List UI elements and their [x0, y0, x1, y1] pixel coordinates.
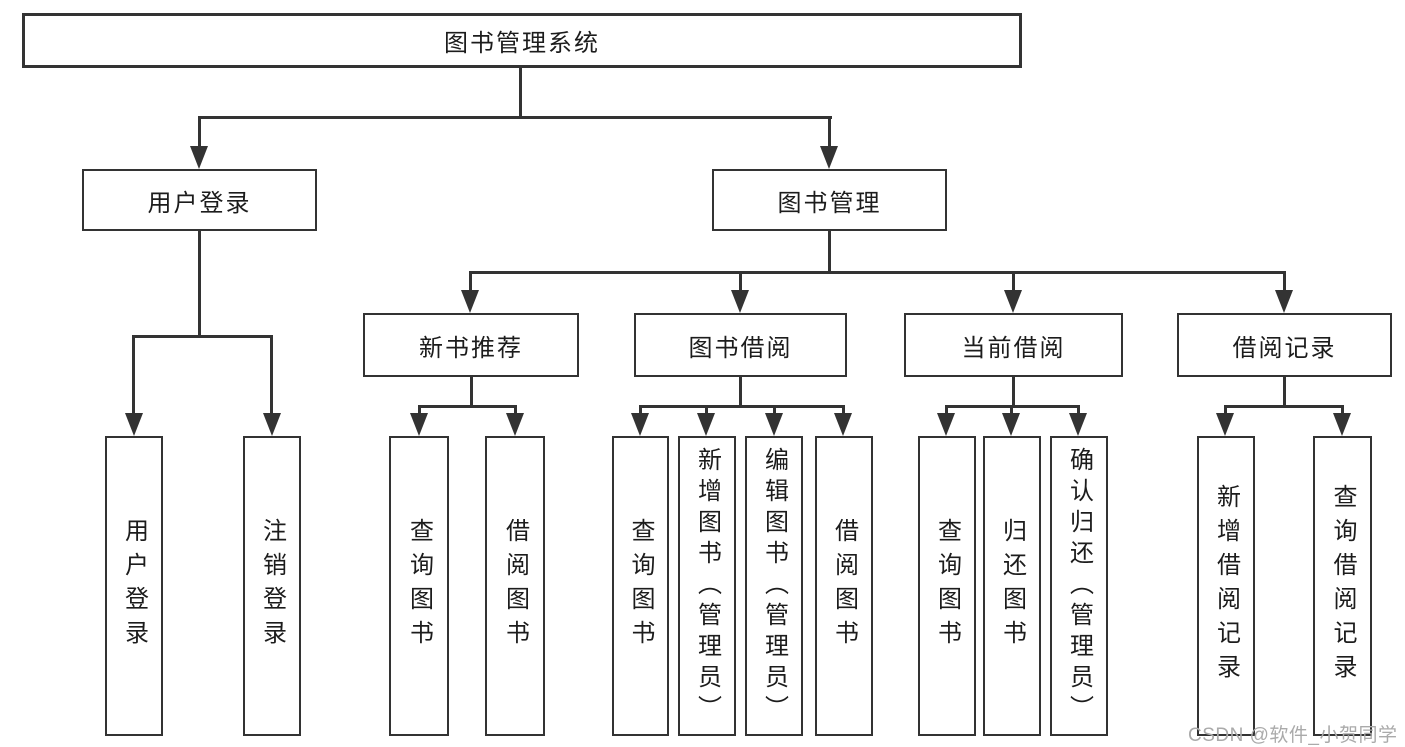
connector-vline: [468, 272, 472, 292]
node-label: 图书借阅: [688, 334, 793, 362]
node-book-management: 图书管理: [712, 169, 947, 231]
connector-hline: [1223, 405, 1344, 408]
node-label: 当前借阅: [961, 334, 1066, 362]
connector-hline: [197, 116, 832, 119]
node-book-borrowing: 图书借阅: [634, 313, 847, 377]
node-label: 编辑图书（管理员）: [760, 446, 788, 726]
node-label: 借阅记录: [1232, 334, 1337, 362]
node-label: 用户登录: [120, 518, 148, 654]
node-user-login: 用户登录: [82, 169, 317, 231]
node-edit-books-admin: 编辑图书（管理员）: [745, 436, 803, 736]
connector-vline: [1012, 377, 1015, 407]
arrow-down-icon: [631, 413, 649, 436]
connector-vline: [417, 406, 421, 416]
arrow-down-icon: [765, 413, 783, 436]
arrow-down-icon: [1333, 413, 1351, 436]
node-library-management-system: 图书管理系统: [22, 13, 1022, 68]
arrow-down-icon: [1275, 290, 1293, 313]
node-current-borrowing: 当前借阅: [904, 313, 1123, 377]
node-label: 借阅图书: [830, 518, 858, 654]
connector-hline: [132, 335, 273, 338]
connector-vline: [1283, 377, 1286, 407]
node-label: 查询借阅记录: [1329, 484, 1356, 688]
connector-vline: [841, 406, 845, 416]
connector-vline: [739, 377, 742, 407]
node-query-books-current: 查询图书: [918, 436, 976, 736]
node-add-books-admin: 新增图书（管理员）: [678, 436, 736, 736]
watermark: CSDN @软件_小贺同学: [1188, 725, 1398, 746]
arrow-down-icon: [124, 413, 143, 436]
node-borrowing-records: 借阅记录: [1177, 313, 1392, 377]
node-label: 注销登录: [258, 518, 286, 654]
connector-vline: [1009, 406, 1013, 416]
connector-vline: [704, 406, 708, 416]
connector-vline: [827, 116, 831, 148]
node-label: 查询图书: [405, 518, 433, 654]
connector-vline: [1340, 406, 1344, 416]
arrow-down-icon: [834, 413, 852, 436]
arrow-down-icon: [1216, 413, 1234, 436]
node-label: 新增图书（管理员）: [693, 446, 721, 726]
connector-vline: [1282, 272, 1286, 292]
connector-vline: [513, 406, 517, 416]
node-label: 用户登录: [147, 189, 252, 217]
connector-vline: [827, 231, 831, 274]
connector-vline: [132, 336, 135, 414]
arrow-down-icon: [1069, 413, 1087, 436]
arrow-down-icon: [1004, 290, 1022, 313]
arrow-down-icon: [410, 413, 428, 436]
connector-vline: [1076, 406, 1080, 416]
node-query-books-borrow: 查询图书: [612, 436, 669, 736]
node-label: 确认归还（管理员）: [1065, 446, 1093, 726]
node-borrow-books: 借阅图书: [815, 436, 873, 736]
node-label: 图书管理系统: [444, 30, 600, 57]
connector-vline: [270, 336, 273, 414]
node-query-books-rec: 查询图书: [389, 436, 449, 736]
connector-vline: [1011, 272, 1015, 292]
node-label: 查询图书: [933, 518, 961, 654]
node-logout: 注销登录: [243, 436, 301, 736]
arrow-down-icon: [731, 290, 749, 313]
connector-vline: [1223, 406, 1227, 416]
node-label: 新增借阅记录: [1212, 484, 1240, 688]
connector-vline: [197, 231, 201, 337]
node-label: 查询图书: [627, 518, 654, 654]
node-label: 归还图书: [998, 518, 1026, 654]
connector-vline: [772, 406, 776, 416]
connector-hline: [638, 405, 845, 408]
node-return-books: 归还图书: [983, 436, 1041, 736]
connector-vline: [197, 116, 201, 148]
node-query-borrow-record: 查询借阅记录: [1313, 436, 1372, 736]
connector-hline: [417, 405, 517, 408]
arrow-down-icon: [1002, 413, 1020, 436]
arrow-down-icon: [820, 146, 838, 169]
connector-hline: [468, 271, 1286, 274]
arrow-down-icon: [190, 146, 208, 169]
arrow-down-icon: [461, 290, 479, 313]
connector-vline: [738, 272, 742, 292]
node-user-login-leaf: 用户登录: [105, 436, 163, 736]
arrow-down-icon: [262, 413, 281, 436]
node-label: 借阅图书: [501, 518, 529, 654]
arrow-down-icon: [697, 413, 715, 436]
arrow-down-icon: [937, 413, 955, 436]
connector-vline: [469, 377, 473, 407]
node-label: 图书管理: [777, 189, 882, 217]
connector-vline: [944, 406, 948, 416]
connector-vline: [638, 406, 642, 416]
node-borrow-books-rec: 借阅图书: [485, 436, 545, 736]
node-new-book-recommendation: 新书推荐: [363, 313, 579, 377]
node-label: 新书推荐: [419, 334, 523, 362]
node-add-borrow-record: 新增借阅记录: [1197, 436, 1255, 736]
arrow-down-icon: [506, 413, 524, 436]
node-confirm-return-admin: 确认归还（管理员）: [1050, 436, 1108, 736]
connector-vline: [518, 68, 522, 118]
